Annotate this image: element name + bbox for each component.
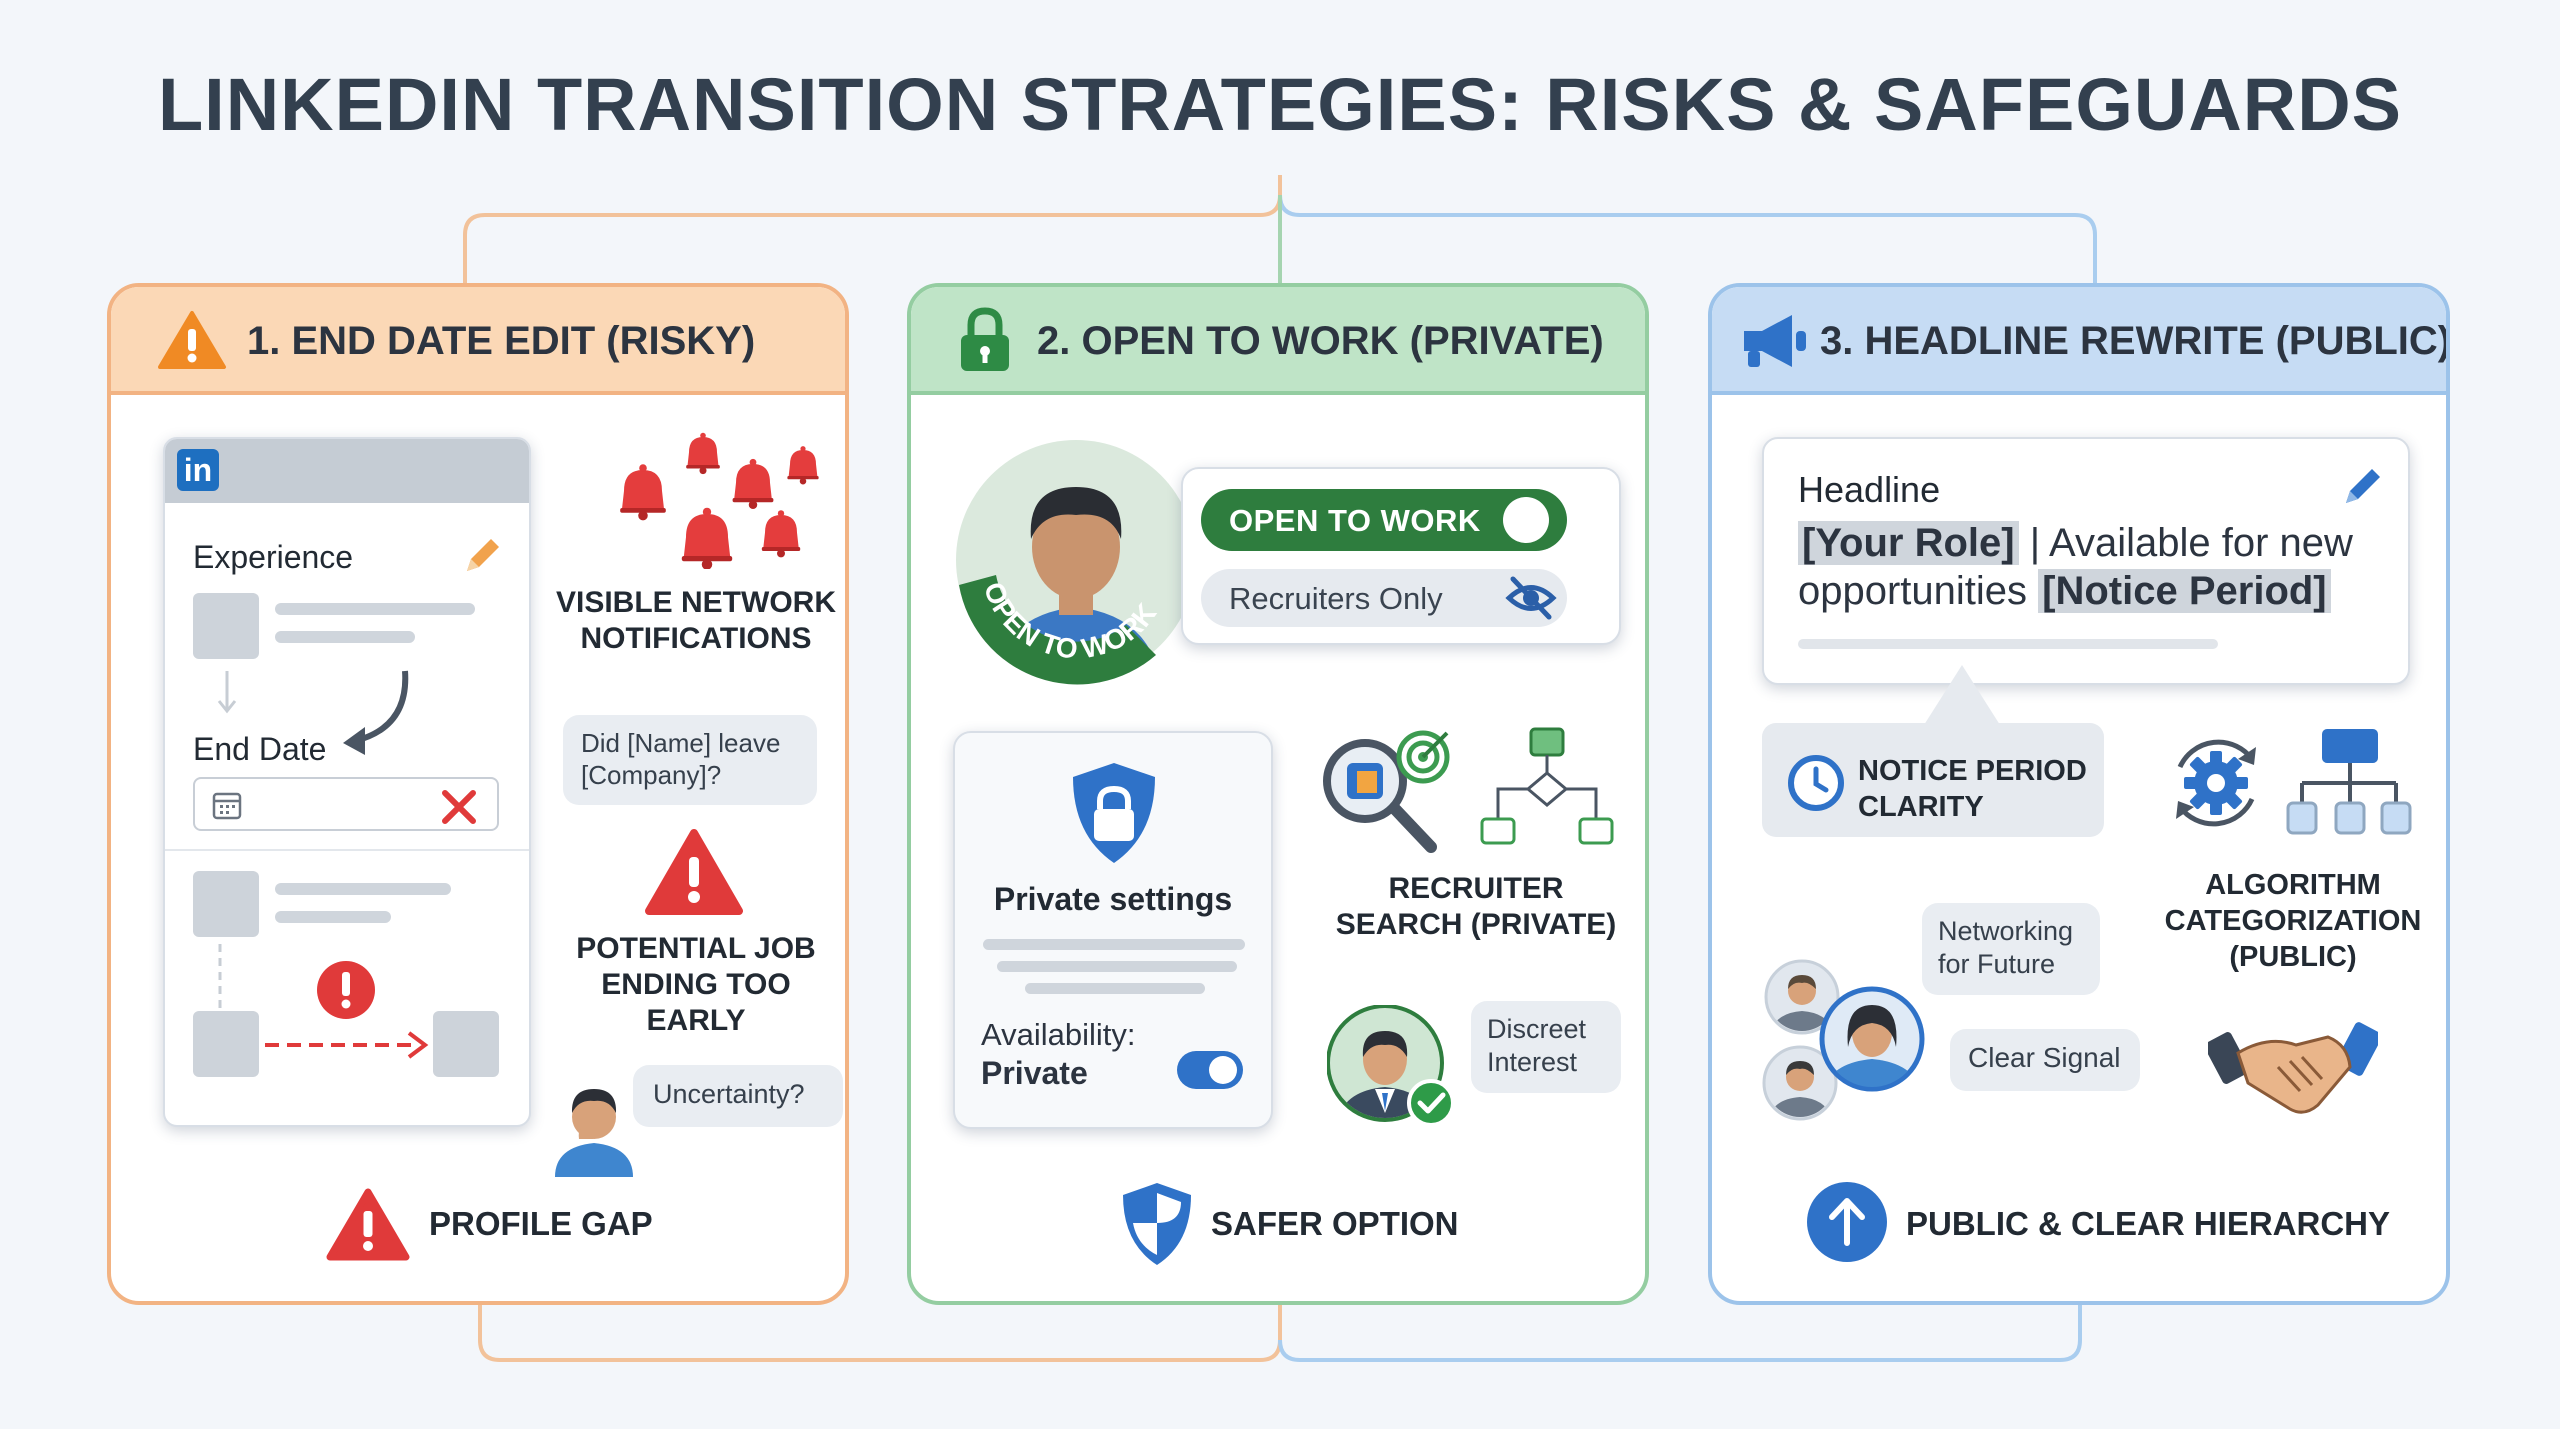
speech-bubble: Networking for Future <box>1922 903 2100 995</box>
panel-header: 3. HEADLINE REWRITE (PUBLIC) <box>1712 287 2446 395</box>
magnifier-icon <box>1323 730 1450 853</box>
megaphone-icon <box>1744 315 1806 367</box>
headline-mid: | Available for new opportunities <box>1798 521 2353 613</box>
headline-notice: [Notice Period] <box>2038 569 2331 613</box>
company-logo-placeholder <box>193 593 259 659</box>
text-placeholder <box>997 961 1237 972</box>
panel-title: 3. HEADLINE REWRITE (PUBLIC) <box>1820 319 2450 363</box>
avatar <box>1762 959 1925 1121</box>
footer-label: PUBLIC & CLEAR HIERARCHY <box>1906 1205 2391 1242</box>
availability-value: Private <box>981 1055 1088 1091</box>
warning-icon <box>326 1188 410 1261</box>
warning-icon <box>645 829 743 915</box>
panel-open-to-work: 2. OPEN TO WORK (PRIVATE) OPEN TO WORK O… <box>907 283 1649 1305</box>
recruiter-search-label: RECRUITER SEARCH (PRIVATE) <box>1335 872 1617 941</box>
notifications-label: VISIBLE NETWORK NOTIFICATIONS <box>555 586 836 655</box>
toggle-knob[interactable] <box>1209 1056 1237 1084</box>
hierarchy-icon <box>2286 729 2412 835</box>
company-logo-placeholder <box>193 1011 259 1077</box>
pointer-tail <box>1924 665 2000 725</box>
headline-role: [Your Role] <box>1798 521 2019 565</box>
experience-label: Experience <box>193 539 354 575</box>
clock-icon <box>1788 755 1844 811</box>
error-icon <box>317 961 375 1019</box>
end-date-label: End Date <box>193 731 327 767</box>
eye-slash-icon <box>1505 576 1557 620</box>
footer-label: SAFER OPTION <box>1211 1205 1459 1242</box>
bell-icon <box>620 432 819 569</box>
gap-line <box>218 944 222 1014</box>
lock-icon <box>961 307 1009 371</box>
handshake-icon <box>2208 1022 2378 1114</box>
private-settings-label: Private settings <box>993 881 1233 917</box>
headline-card: Headline [Your Role] | Available for new… <box>1762 437 2410 685</box>
text-placeholder <box>275 631 415 643</box>
panel-title: 2. OPEN TO WORK (PRIVATE) <box>1037 319 1604 363</box>
linkedin-logo: in <box>177 449 219 491</box>
curved-arrow-icon <box>343 670 409 755</box>
pencil-icon[interactable] <box>2340 463 2386 509</box>
text-placeholder <box>275 911 391 923</box>
text-placeholder <box>1798 639 2218 649</box>
panel-end-date-edit: 1. END DATE EDIT (RISKY) in Experience E… <box>107 283 849 1305</box>
recruiters-label: Recruiters Only <box>1229 581 1443 616</box>
dashed-arrow-icon <box>265 1031 429 1059</box>
speech-bubble: Clear Signal <box>1950 1029 2140 1091</box>
text-placeholder <box>1025 983 1205 994</box>
profile-header-bar <box>165 439 529 503</box>
pencil-icon[interactable] <box>461 533 505 577</box>
shield-icon <box>1073 763 1155 863</box>
speech-bubble: Did [Name] leave [Company]? <box>563 715 817 805</box>
company-logo-placeholder <box>433 1011 499 1077</box>
notice-period-label: NOTICE PERIOD CLARITY <box>1858 755 2087 823</box>
panel-header: 2. OPEN TO WORK (PRIVATE) <box>911 287 1645 395</box>
text-placeholder <box>275 603 475 615</box>
check-icon <box>1407 1079 1455 1127</box>
avatar <box>555 1089 633 1177</box>
arrow-up-icon <box>1807 1182 1887 1262</box>
potential-label: POTENTIAL JOB ENDING TOO EARLY <box>576 932 816 1037</box>
shield-icon <box>1123 1183 1191 1265</box>
footer-label: PROFILE GAP <box>429 1205 653 1242</box>
toggle-label: OPEN TO WORK <box>1229 503 1481 538</box>
profile-mockup: in Experience End Date <box>163 437 531 1127</box>
open-to-work-avatar: OPEN TO WORK <box>956 440 1196 685</box>
headline-label: Headline <box>1798 469 1941 510</box>
headline-text[interactable]: [Your Role] | Available for new opportun… <box>1798 519 2388 615</box>
arrow-down-icon <box>217 671 237 714</box>
company-logo-placeholder <box>193 871 259 937</box>
divider <box>165 849 529 851</box>
speech-bubble: Discreet Interest <box>1471 1001 1621 1093</box>
algorithm-label: ALGORITHM CATEGORIZATION (PUBLIC) <box>2164 869 2422 973</box>
text-placeholder <box>983 939 1245 950</box>
panel-title: 1. END DATE EDIT (RISKY) <box>247 319 756 363</box>
close-icon[interactable] <box>439 787 479 827</box>
availability-label: Availability: <box>981 1017 1136 1052</box>
panel-headline-rewrite: 3. HEADLINE REWRITE (PUBLIC) Headline [Y… <box>1708 283 2450 1305</box>
gear-icon <box>2176 739 2256 827</box>
target-icon <box>1396 730 1450 784</box>
page-title: LINKEDIN TRANSITION STRATEGIES: RISKS & … <box>157 63 2403 146</box>
private-settings-card: Private settings Availability: Private <box>953 731 1273 1129</box>
avatar <box>1327 1005 1455 1127</box>
speech-bubble: Uncertainty? <box>633 1065 843 1127</box>
toggle-knob[interactable] <box>1503 497 1549 543</box>
calendar-icon <box>212 792 242 820</box>
flowchart-icon <box>1480 727 1614 845</box>
open-to-work-card: OPEN TO WORK Recruiters Only <box>1181 467 1621 645</box>
text-placeholder <box>275 883 451 895</box>
warning-icon <box>158 311 226 369</box>
panel-header: 1. END DATE EDIT (RISKY) <box>111 287 845 395</box>
